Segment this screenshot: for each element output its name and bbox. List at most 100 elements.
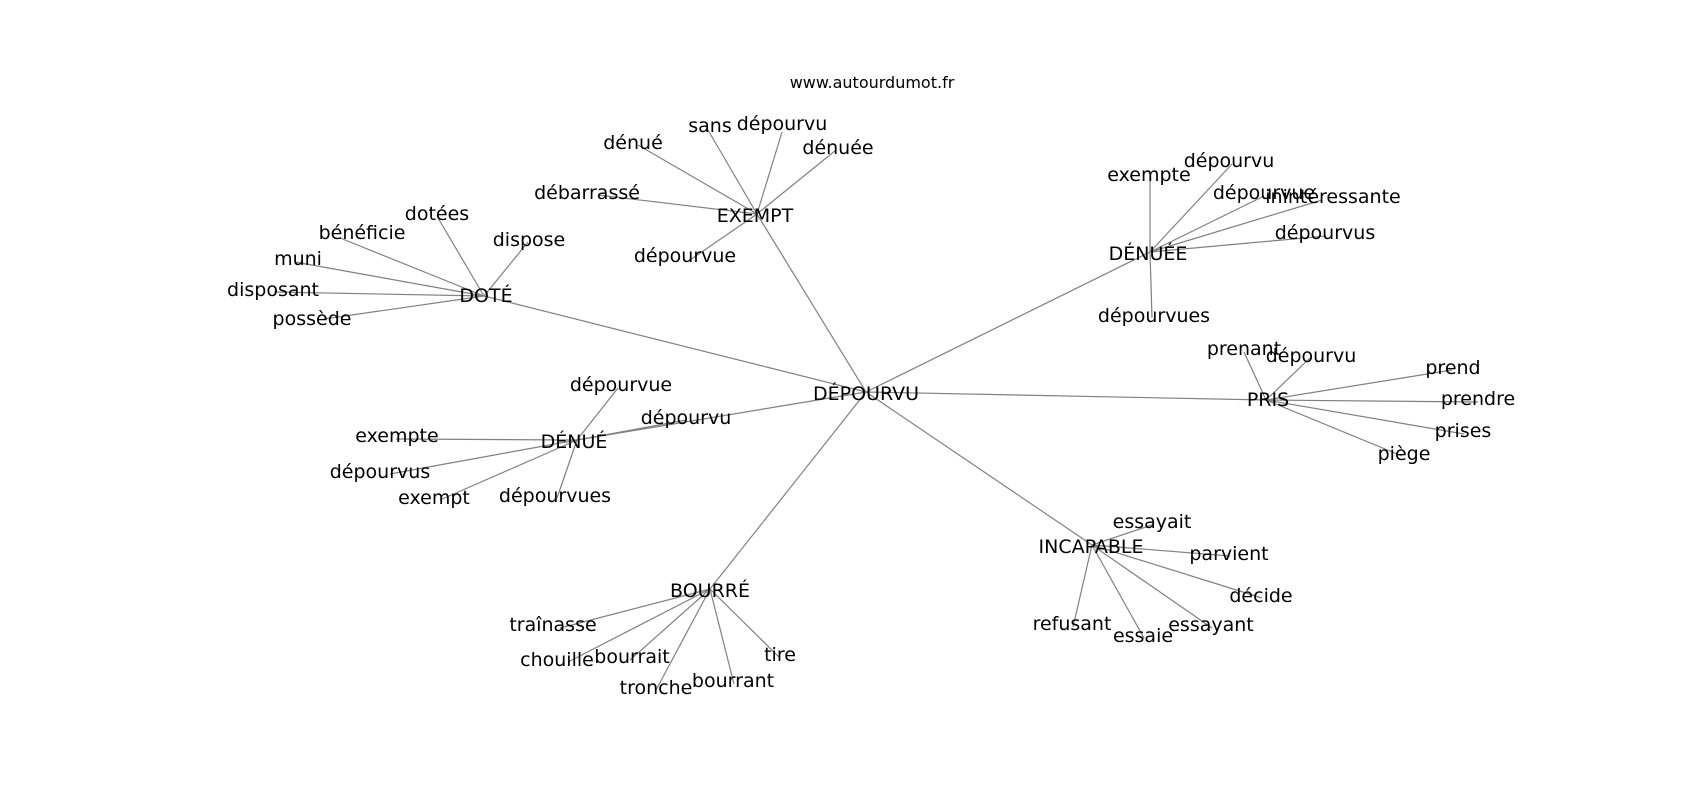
edge-hub-0-leaf-1 — [707, 129, 758, 215]
leaf-node-6-1[interactable]: chouille — [520, 649, 594, 671]
leaf-node-3-3[interactable]: dépourvus — [330, 461, 430, 483]
edge-hub-3-leaf-5 — [556, 439, 578, 499]
leaf-node-5-2[interactable]: décide — [1229, 585, 1292, 607]
hub-node-5[interactable]: INCAPABLE — [1039, 536, 1144, 558]
edge-hub-2-leaf-5 — [1149, 251, 1153, 319]
leaf-node-2-2[interactable]: dépourvue — [1213, 182, 1315, 204]
leaf-node-6-3[interactable]: tire — [764, 644, 796, 666]
leaf-node-6-4[interactable]: tronche — [620, 677, 693, 699]
leaf-node-1-5[interactable]: possède — [273, 308, 352, 330]
leaf-node-0-2[interactable]: dépourvu — [737, 113, 828, 135]
edge-hub-5-leaf-0 — [1091, 524, 1153, 546]
leaf-node-4-1[interactable]: dépourvu — [1266, 345, 1357, 367]
edge-hub-4-leaf-0 — [1243, 351, 1267, 401]
leaf-node-4-4[interactable]: prises — [1435, 420, 1492, 442]
edge-hub-1-leaf-0 — [437, 217, 485, 297]
leaf-node-5-5[interactable]: essayant — [1168, 614, 1254, 636]
edge-center-to-3 — [576, 391, 867, 441]
leaf-node-3-0[interactable]: dépourvue — [570, 374, 672, 396]
leaf-node-4-3[interactable]: prendre — [1441, 388, 1515, 410]
leaf-node-1-1[interactable]: bénéficie — [319, 222, 406, 244]
leaf-node-3-1[interactable]: dépourvu — [641, 407, 732, 429]
hub-node-1[interactable]: DOTÉ — [459, 284, 512, 307]
edge-hub-2-leaf-1 — [1149, 163, 1233, 253]
edge-hub-6-leaf-3 — [709, 588, 781, 659]
leaf-node-0-5[interactable]: dépourvue — [634, 245, 736, 267]
edge-center-to-5 — [865, 391, 1093, 546]
edge-center-to-0 — [756, 213, 867, 393]
leaf-node-1-0[interactable]: dotées — [405, 203, 469, 225]
leaf-node-4-5[interactable]: piège — [1378, 443, 1431, 465]
leaf-node-0-0[interactable]: dénué — [603, 132, 663, 154]
edge-hub-3-leaf-4 — [439, 439, 578, 501]
hub-node-2[interactable]: DÉNUÉE — [1109, 242, 1188, 265]
hub-node-3[interactable]: DÉNUÉ — [541, 430, 608, 453]
leaf-node-5-1[interactable]: parvient — [1189, 543, 1268, 565]
edge-hub-1-leaf-5 — [323, 295, 485, 320]
leaf-node-3-5[interactable]: dépourvues — [499, 485, 611, 507]
leaf-node-5-4[interactable]: essaie — [1113, 625, 1173, 647]
edge-hub-4-leaf-1 — [1265, 357, 1311, 401]
edge-hub-1-leaf-2 — [483, 241, 529, 297]
site-watermark: www.autourdumot.fr — [790, 73, 955, 92]
edge-hub-0-leaf-5 — [689, 213, 758, 261]
hub-node-6[interactable]: BOURRÉ — [670, 579, 750, 602]
edge-hub-6-leaf-4 — [655, 588, 711, 691]
edge-center-to-6 — [709, 391, 867, 590]
leaf-node-2-5[interactable]: dépourvues — [1098, 305, 1210, 327]
edge-hub-5-leaf-1 — [1091, 544, 1231, 557]
graph-edges — [273, 129, 1479, 691]
leaf-node-6-2[interactable]: bourrait — [594, 646, 669, 668]
leaf-node-1-4[interactable]: disposant — [227, 279, 319, 301]
leaf-node-5-0[interactable]: essayait — [1113, 511, 1192, 533]
edge-hub-4-leaf-2 — [1265, 369, 1453, 401]
leaf-node-2-0[interactable]: exempte — [1107, 164, 1190, 186]
leaf-node-6-5[interactable]: bourrant — [692, 670, 774, 692]
leaf-node-0-1[interactable]: sans — [688, 115, 731, 137]
leaf-node-2-3[interactable]: inintéressante — [1265, 186, 1401, 208]
edge-center-to-1 — [483, 295, 867, 393]
edge-hub-5-leaf-4 — [1091, 544, 1145, 639]
leaf-node-3-2[interactable]: exempte — [355, 425, 438, 447]
leaf-node-6-0[interactable]: traînasse — [509, 614, 596, 636]
center-node[interactable]: DÉPOURVU — [813, 382, 919, 405]
leaf-node-0-3[interactable]: dénuée — [802, 137, 873, 159]
edge-center-to-2 — [865, 251, 1151, 393]
edge-hub-4-leaf-4 — [1265, 399, 1465, 435]
edge-hub-5-leaf-2 — [1091, 544, 1263, 599]
edge-hub-0-leaf-4 — [597, 194, 758, 215]
leaf-node-4-2[interactable]: prend — [1425, 357, 1480, 379]
edge-hub-1-leaf-4 — [273, 291, 485, 297]
edge-hub-0-leaf-3 — [756, 149, 837, 215]
edge-hub-4-leaf-5 — [1265, 399, 1403, 457]
edge-hub-5-leaf-3 — [1072, 544, 1093, 628]
leaf-node-2-4[interactable]: dépourvus — [1275, 222, 1375, 244]
leaf-node-0-4[interactable]: débarrassé — [534, 182, 640, 204]
edge-hub-6-leaf-2 — [629, 588, 711, 661]
edge-hub-0-leaf-0 — [637, 144, 758, 215]
edge-hub-2-leaf-2 — [1149, 195, 1265, 253]
leaf-node-5-3[interactable]: refusant — [1033, 613, 1112, 635]
edge-hub-2-leaf-3 — [1149, 199, 1323, 253]
edge-hub-1-leaf-1 — [339, 237, 485, 297]
leaf-node-3-4[interactable]: exempt — [398, 487, 470, 509]
edge-hub-3-leaf-3 — [389, 439, 578, 475]
edge-hub-6-leaf-0 — [559, 588, 711, 629]
leaf-node-2-1[interactable]: dépourvu — [1184, 150, 1275, 172]
edge-hub-5-leaf-5 — [1091, 544, 1213, 629]
hub-node-4[interactable]: PRIS — [1247, 389, 1289, 411]
leaf-node-1-3[interactable]: muni — [274, 248, 322, 270]
edge-hub-3-leaf-0 — [576, 387, 619, 441]
hub-node-0[interactable]: EXEMPT — [717, 205, 794, 227]
edge-hub-6-leaf-1 — [567, 588, 711, 663]
edge-hub-2-leaf-4 — [1149, 235, 1327, 253]
edge-hub-0-leaf-2 — [756, 131, 783, 215]
leaf-node-1-2[interactable]: dispose — [493, 229, 566, 251]
leaf-node-4-0[interactable]: prenant — [1207, 338, 1281, 360]
edge-hub-1-leaf-3 — [294, 261, 485, 297]
edge-hub-3-leaf-1 — [576, 419, 687, 441]
edge-hub-6-leaf-5 — [709, 588, 735, 685]
edge-hub-3-leaf-2 — [395, 438, 578, 441]
